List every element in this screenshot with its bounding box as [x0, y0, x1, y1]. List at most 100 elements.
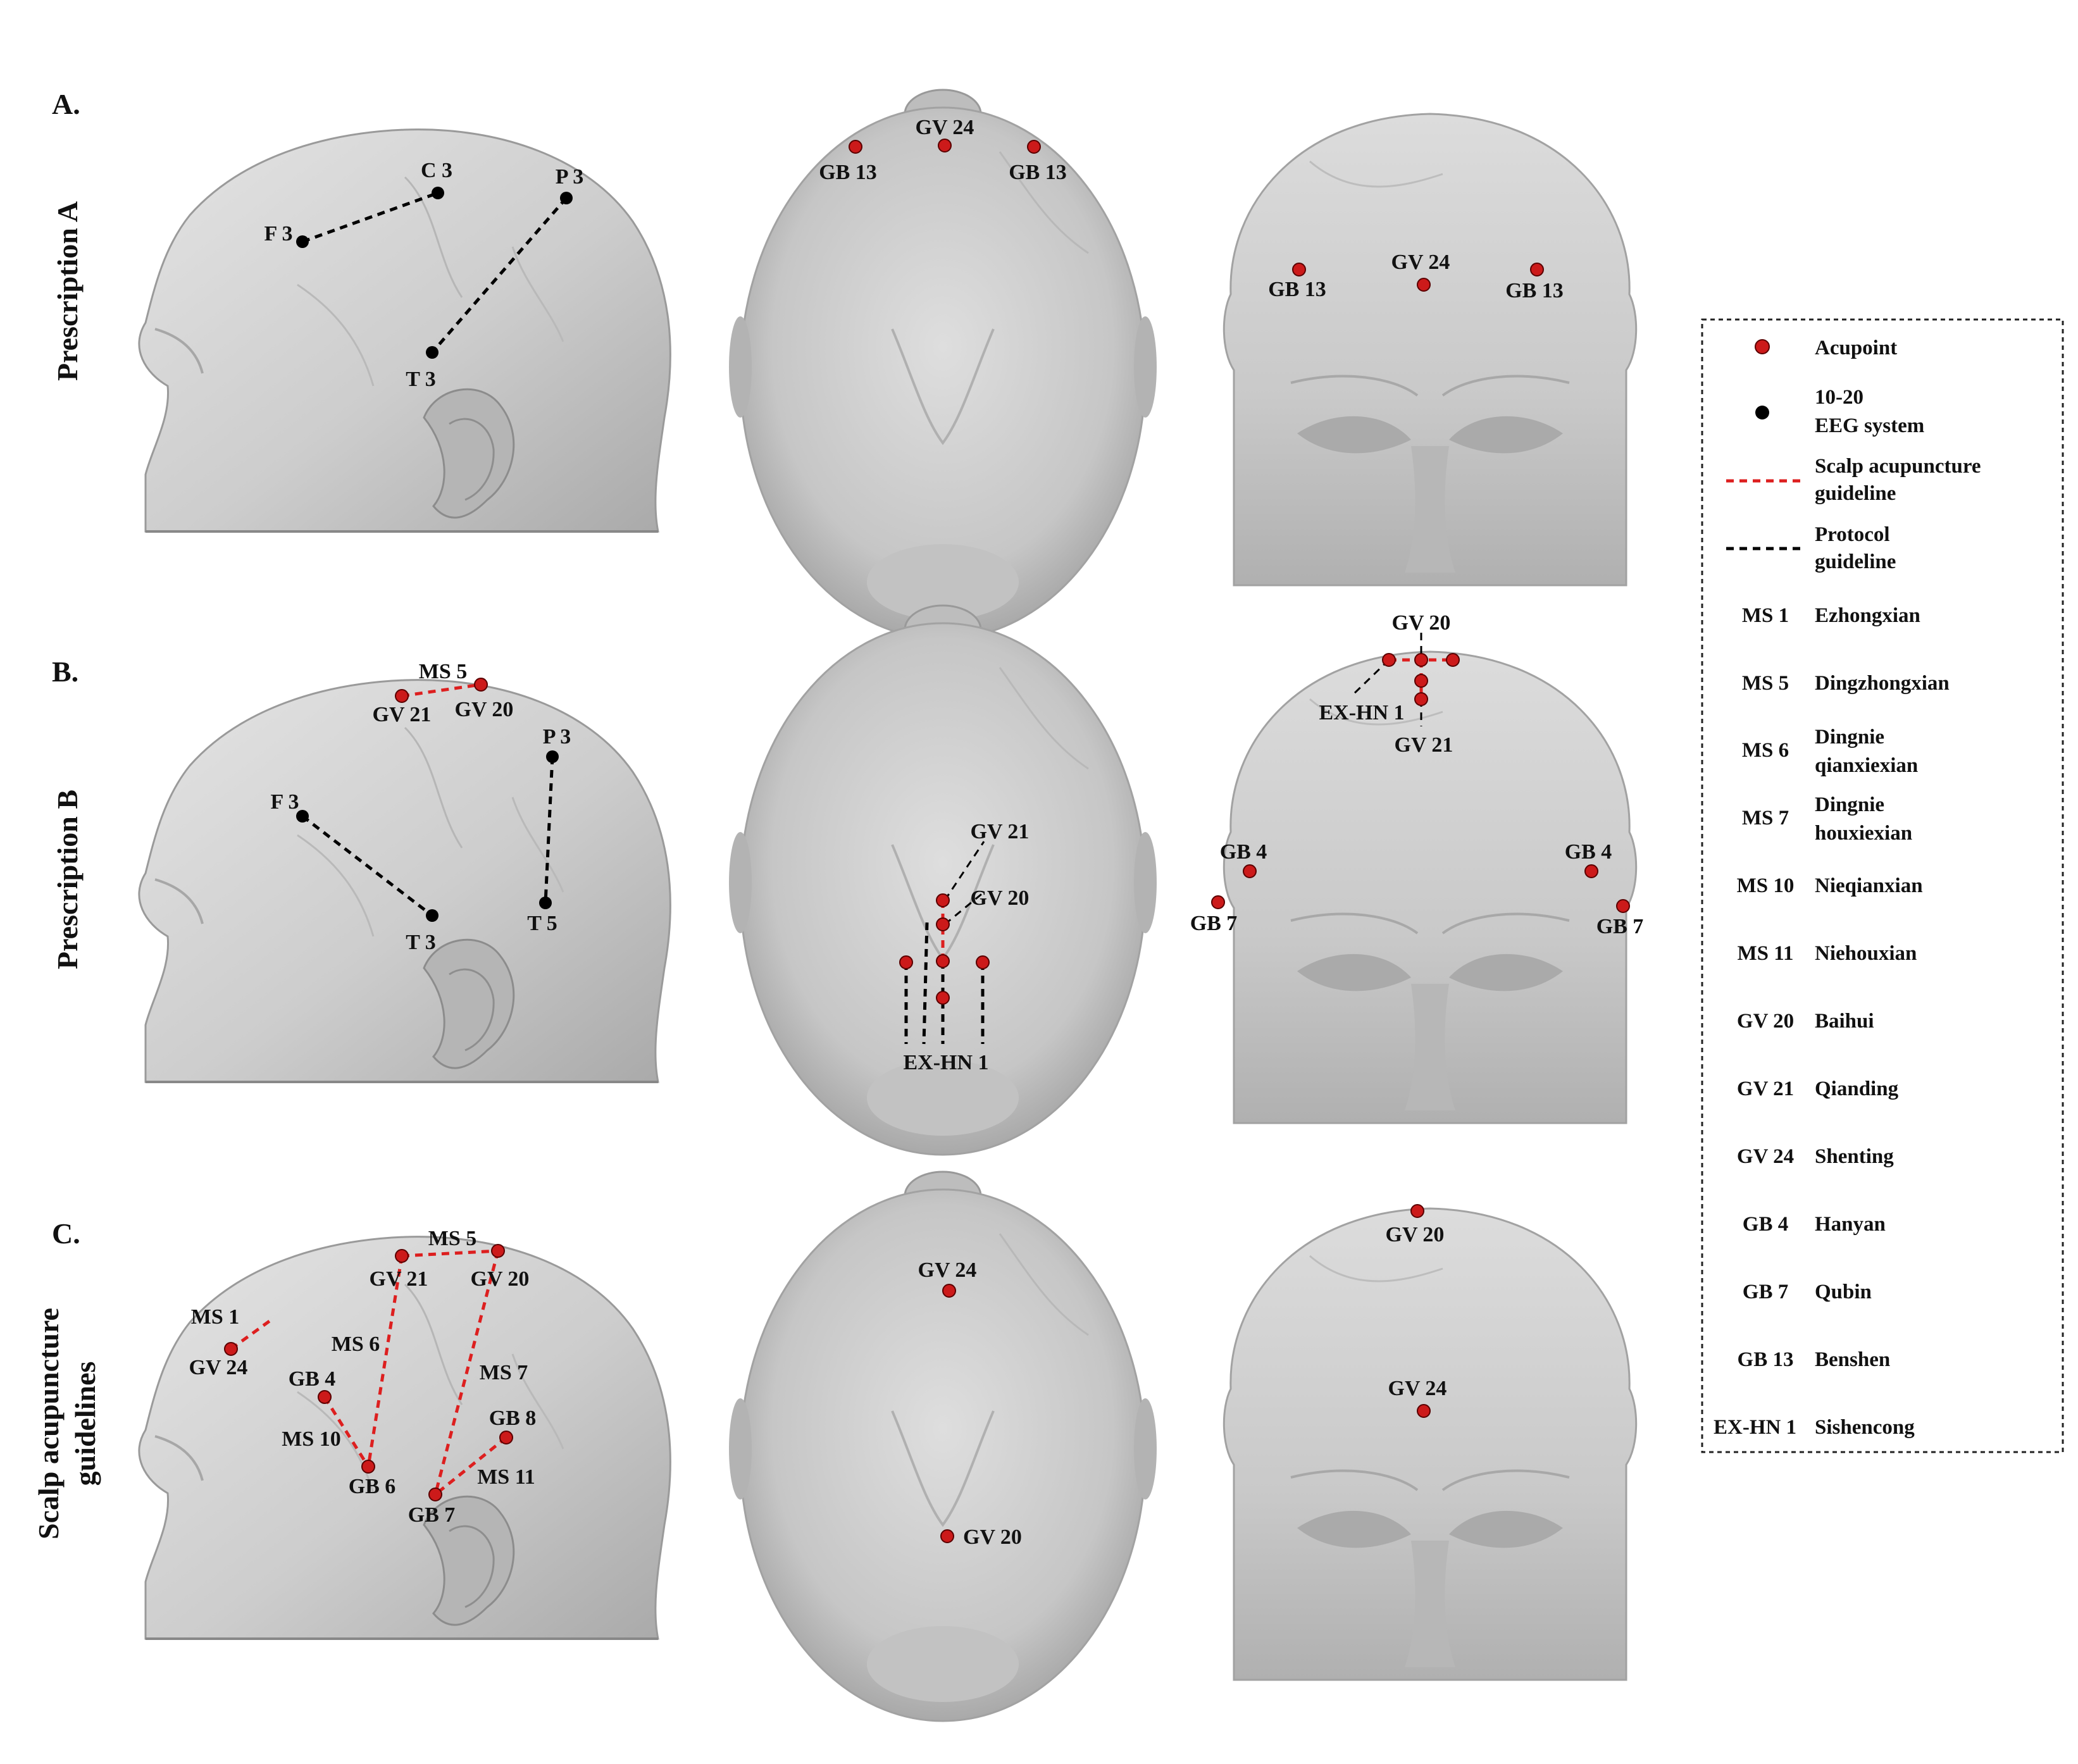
legend-name: Benshen: [1815, 1348, 1890, 1371]
point-label: GV 20: [963, 1525, 1022, 1549]
point-label: F 3: [270, 790, 299, 814]
point-label: GV 20: [971, 886, 1030, 910]
legend-code: MS 11: [1738, 942, 1794, 965]
legend-code: MS 10: [1737, 874, 1795, 897]
legend-name: Qianding: [1815, 1078, 1899, 1100]
legend-eeg-label-1: 10-20: [1815, 386, 1863, 409]
point-label: F 3: [264, 222, 292, 245]
legend-name: Dingzhongxian: [1815, 672, 1950, 695]
acupoint: [1417, 278, 1431, 292]
acupoint: [1414, 674, 1428, 688]
acupoint: [1530, 263, 1544, 276]
acupoint: [1027, 140, 1041, 154]
legend-code: MS 7: [1742, 807, 1789, 829]
acupoint: [1243, 864, 1257, 878]
acupoint: [1616, 899, 1630, 913]
row-a-title: Prescription A: [51, 201, 84, 381]
acupoint: [976, 955, 990, 969]
legend-code: GB 4: [1743, 1213, 1788, 1236]
row-c-letter: C.: [52, 1217, 80, 1250]
legend-scalp-label-1: Scalp acupuncture: [1815, 455, 1981, 478]
eeg-point-t3: [426, 346, 439, 359]
acupoint: [849, 140, 862, 154]
acupoint: [491, 1244, 505, 1258]
point-label: MS 6: [332, 1332, 380, 1356]
acupoint: [942, 1284, 956, 1298]
acupoint: [936, 991, 950, 1005]
legend-box: [1701, 318, 2064, 1453]
point-label: GV 24: [1388, 1377, 1447, 1400]
legend-code: GB 13: [1738, 1348, 1794, 1371]
eeg-point-f3: [296, 235, 309, 248]
point-label: GV 24: [918, 1258, 977, 1282]
acupoint: [318, 1390, 332, 1404]
legend-eeg-label-2: EEG system: [1815, 414, 1924, 437]
point-label: GV 20: [455, 698, 514, 721]
legend-protocol-label-2: guideline: [1815, 550, 1896, 573]
legend-acupoint-marker: [1755, 339, 1770, 354]
point-label: GB 13: [1505, 279, 1564, 302]
legend-name: Ezhongxian: [1815, 604, 1920, 627]
legend-name: Sishencong: [1815, 1416, 1915, 1439]
legend-code: GV 24: [1737, 1145, 1794, 1168]
row-c-title-line2: guidelines: [69, 1362, 101, 1486]
legend-name: Hanyan: [1815, 1213, 1886, 1236]
point-label: MS 1: [191, 1305, 240, 1329]
point-label: GV 21: [370, 1267, 428, 1291]
point-label: GB 13: [1009, 161, 1067, 184]
point-label: GV 24: [189, 1356, 248, 1379]
legend-name: Nieqianxian: [1815, 874, 1923, 897]
point-label: GB 7: [1596, 915, 1644, 938]
legend-code: GV 21: [1737, 1078, 1794, 1100]
row-b-heads: [137, 604, 1638, 1156]
legend-code: MS 5: [1742, 672, 1789, 695]
point-label: EX-HN 1: [1319, 701, 1404, 724]
legend-code: MS 6: [1742, 739, 1789, 762]
legend-name: Niehouxian: [1815, 942, 1917, 965]
acupoint: [936, 893, 950, 907]
point-label: GB 7: [1190, 912, 1238, 935]
acupoint: [1382, 653, 1396, 667]
point-label: MS 7: [480, 1361, 528, 1384]
acupoint: [940, 1529, 954, 1543]
acupoint: [361, 1460, 375, 1474]
acupoint: [1211, 895, 1225, 909]
point-label: GV 21: [1395, 733, 1453, 757]
eeg-point-p3: [560, 192, 573, 204]
legend-acupoint-label: Acupoint: [1815, 337, 1897, 359]
acupoints: [224, 139, 1630, 1543]
legend-name: Baihui: [1815, 1010, 1874, 1033]
legend-eeg-marker: [1755, 406, 1769, 419]
legend-code: GV 20: [1737, 1010, 1794, 1033]
legend-code: MS 1: [1742, 604, 1789, 627]
legend-name: qianxiexian: [1815, 754, 1918, 777]
point-label: GB 4: [289, 1367, 336, 1391]
acupoint: [499, 1431, 513, 1444]
eeg-point-f3-b: [296, 810, 309, 823]
point-label: T 3: [406, 931, 436, 954]
eeg-point-p3-b: [546, 750, 559, 763]
point-label: T 5: [527, 912, 557, 935]
legend-code: EX-HN 1: [1714, 1416, 1796, 1439]
legend-protocol-label-1: Protocol: [1815, 523, 1890, 546]
acupoint: [936, 917, 950, 931]
acupoint: [1417, 1404, 1431, 1418]
point-label: GV 21: [971, 820, 1030, 843]
acupoint: [936, 954, 950, 968]
legend-name: Dingnie: [1815, 726, 1884, 748]
point-label: GB 13: [819, 161, 877, 184]
point-label: GB 8: [489, 1407, 537, 1430]
legend-name: Qubin: [1815, 1281, 1872, 1303]
legend-name: houxiexian: [1815, 822, 1912, 845]
acupoint: [1410, 1204, 1424, 1218]
point-label: MS 5: [428, 1227, 477, 1250]
point-label: GB 4: [1220, 840, 1267, 864]
legend-name: Shenting: [1815, 1145, 1894, 1168]
eeg-points: [296, 187, 573, 922]
acupoint: [474, 678, 488, 692]
point-label: MS 11: [477, 1465, 535, 1489]
point-label: GB 13: [1268, 278, 1326, 301]
row-a-letter: A.: [52, 88, 80, 120]
row-b-letter: B.: [52, 655, 78, 688]
